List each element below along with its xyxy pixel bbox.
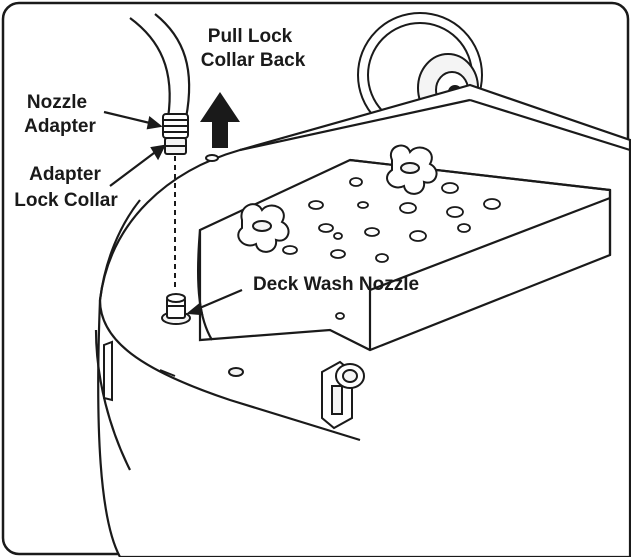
collar-back-label: Collar Back (201, 50, 306, 71)
pull-back-arrow-icon (200, 92, 240, 148)
star-knob-left (237, 203, 290, 253)
deck-wash-nozzle-fitting (161, 293, 191, 325)
deck-skirt (103, 340, 244, 402)
nozzle-label: Nozzle (27, 92, 87, 113)
adapter-lock-collar (164, 137, 187, 155)
star-knob-right (386, 144, 438, 195)
deck-wash-nozzle-label: Deck Wash Nozzle (253, 274, 419, 295)
hose (129, 13, 191, 119)
adapter-lock-label: Adapter (29, 164, 101, 185)
pull-lock-label: Pull Lock (208, 26, 293, 47)
latch-pin (321, 360, 365, 430)
leader-arrows (103, 110, 243, 316)
deck-hole (205, 154, 219, 162)
adapter-label: Adapter (24, 116, 96, 137)
nozzle-adapter (162, 113, 189, 139)
lock-collar-label: Lock Collar (14, 190, 118, 211)
plate-holes (282, 177, 501, 320)
